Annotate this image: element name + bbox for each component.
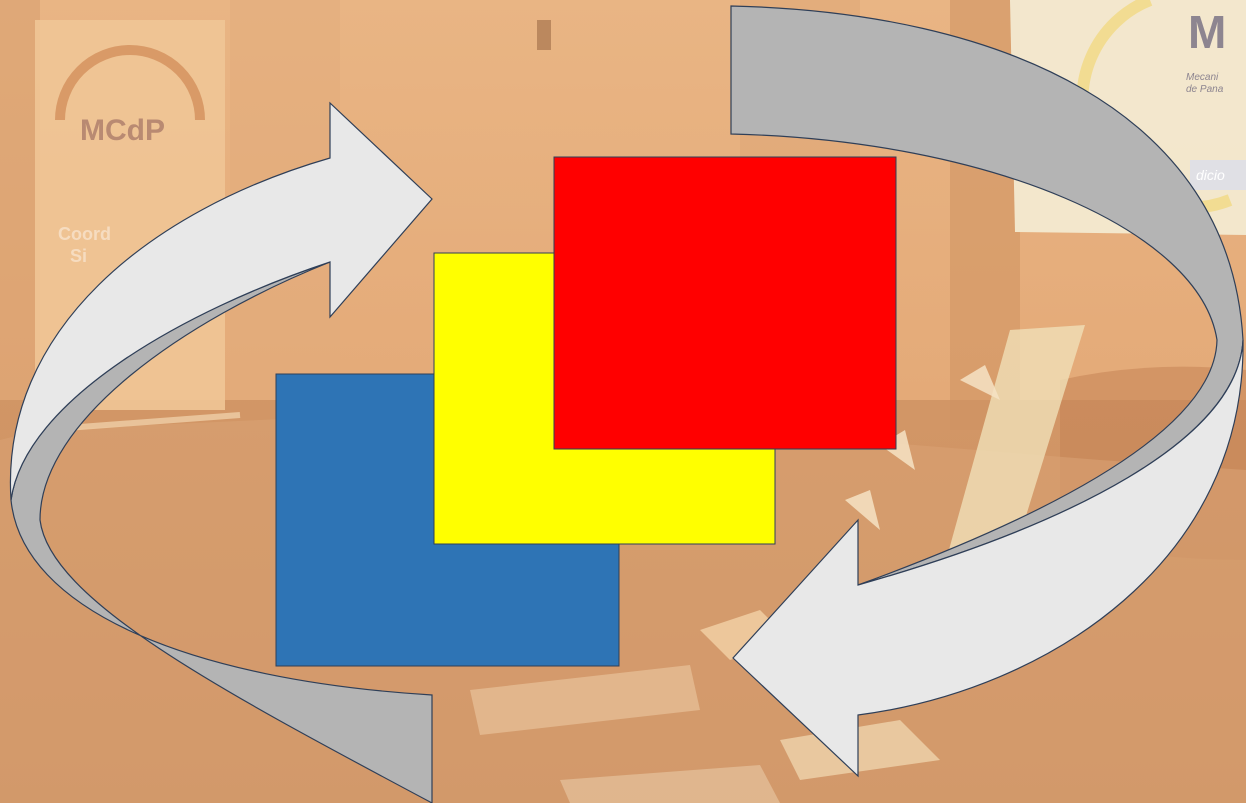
red-square <box>554 157 896 449</box>
